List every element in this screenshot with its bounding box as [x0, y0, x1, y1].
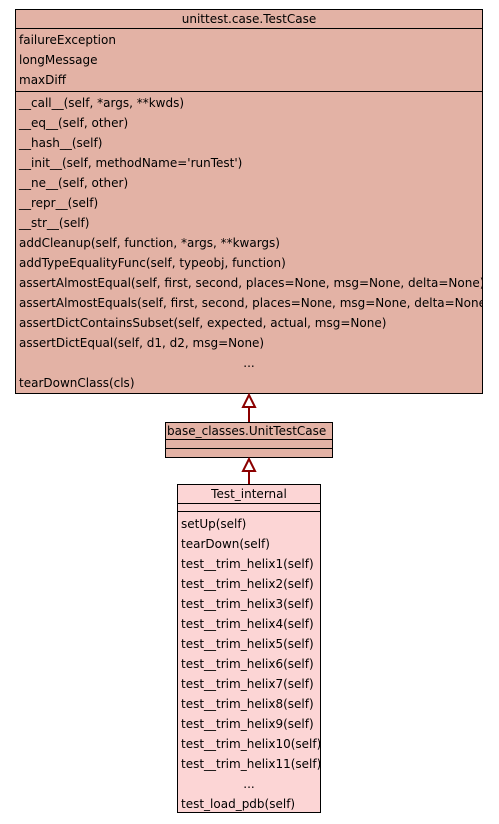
method-row: setUp(self): [181, 517, 247, 531]
method-row: addCleanup(self, function, *args, **kwar…: [19, 236, 280, 250]
method-row: __hash__(self): [19, 136, 103, 150]
method-row: test__trim_helix9(self): [181, 717, 314, 731]
attribute-list-unittestcase: [166, 440, 332, 449]
method-row: __str__(self): [19, 216, 90, 230]
method-row: tearDown(self): [181, 537, 270, 551]
method-row: tearDownClass(cls): [19, 376, 135, 390]
method-row: assertAlmostEquals(self, first, second, …: [19, 296, 482, 310]
class-box-test-internal[interactable]: Test_internal setUp(self) tearDown(self)…: [177, 484, 321, 813]
method-row: __init__(self, methodName='runTest'): [19, 156, 243, 170]
inheritance-arrow-unittestcase-to-testcase: [241, 392, 257, 422]
method-row: test__trim_helix4(self): [181, 617, 314, 631]
method-list-testcase: __call__(self, *args, **kwds) __eq__(sel…: [16, 92, 482, 393]
method-row: test__trim_helix3(self): [181, 597, 314, 611]
method-list-test-internal: setUp(self) tearDown(self) test__trim_he…: [178, 512, 320, 814]
class-box-testcase[interactable]: unittest.case.TestCase failureException …: [15, 9, 483, 394]
attribute-list-testcase: failureException longMessage maxDiff: [16, 29, 482, 92]
attribute-row: failureException: [19, 33, 116, 47]
method-row: assertDictContainsSubset(self, expected,…: [19, 316, 387, 330]
method-row: assertDictEqual(self, d1, d2, msg=None): [19, 336, 265, 350]
method-ellipsis: ...: [243, 777, 255, 791]
attribute-row: maxDiff: [19, 73, 66, 87]
method-row: test__trim_helix6(self): [181, 657, 314, 671]
method-row: assertAlmostEqual(self, first, second, p…: [19, 276, 482, 290]
method-ellipsis: ...: [243, 356, 255, 370]
method-row: addTypeEqualityFunc(self, typeobj, funct…: [19, 256, 286, 270]
method-row: test_load_pdb(self): [181, 797, 296, 811]
attribute-row: longMessage: [19, 53, 98, 67]
attribute-list-test-internal: [178, 504, 320, 512]
class-box-unittestcase[interactable]: base_classes.UnitTestCase: [165, 422, 333, 458]
method-row: test__trim_helix1(self): [181, 557, 314, 571]
class-title-testcase: unittest.case.TestCase: [16, 10, 482, 29]
method-row: test__trim_helix7(self): [181, 677, 314, 691]
method-row: test__trim_helix2(self): [181, 577, 314, 591]
method-row: __ne__(self, other): [19, 176, 129, 190]
method-row: test__trim_helix5(self): [181, 637, 314, 651]
method-row: test__trim_helix8(self): [181, 697, 314, 711]
method-row: __call__(self, *args, **kwds): [19, 96, 185, 110]
class-title-test-internal: Test_internal: [178, 485, 320, 504]
method-row: test__trim_helix11(self): [181, 757, 320, 771]
inheritance-arrow-internal-to-unittestcase: [241, 456, 257, 484]
method-row: __eq__(self, other): [19, 116, 129, 130]
class-title-unittestcase: base_classes.UnitTestCase: [166, 423, 332, 440]
method-row: test__trim_helix10(self): [181, 737, 320, 751]
method-row: __repr__(self): [19, 196, 99, 210]
